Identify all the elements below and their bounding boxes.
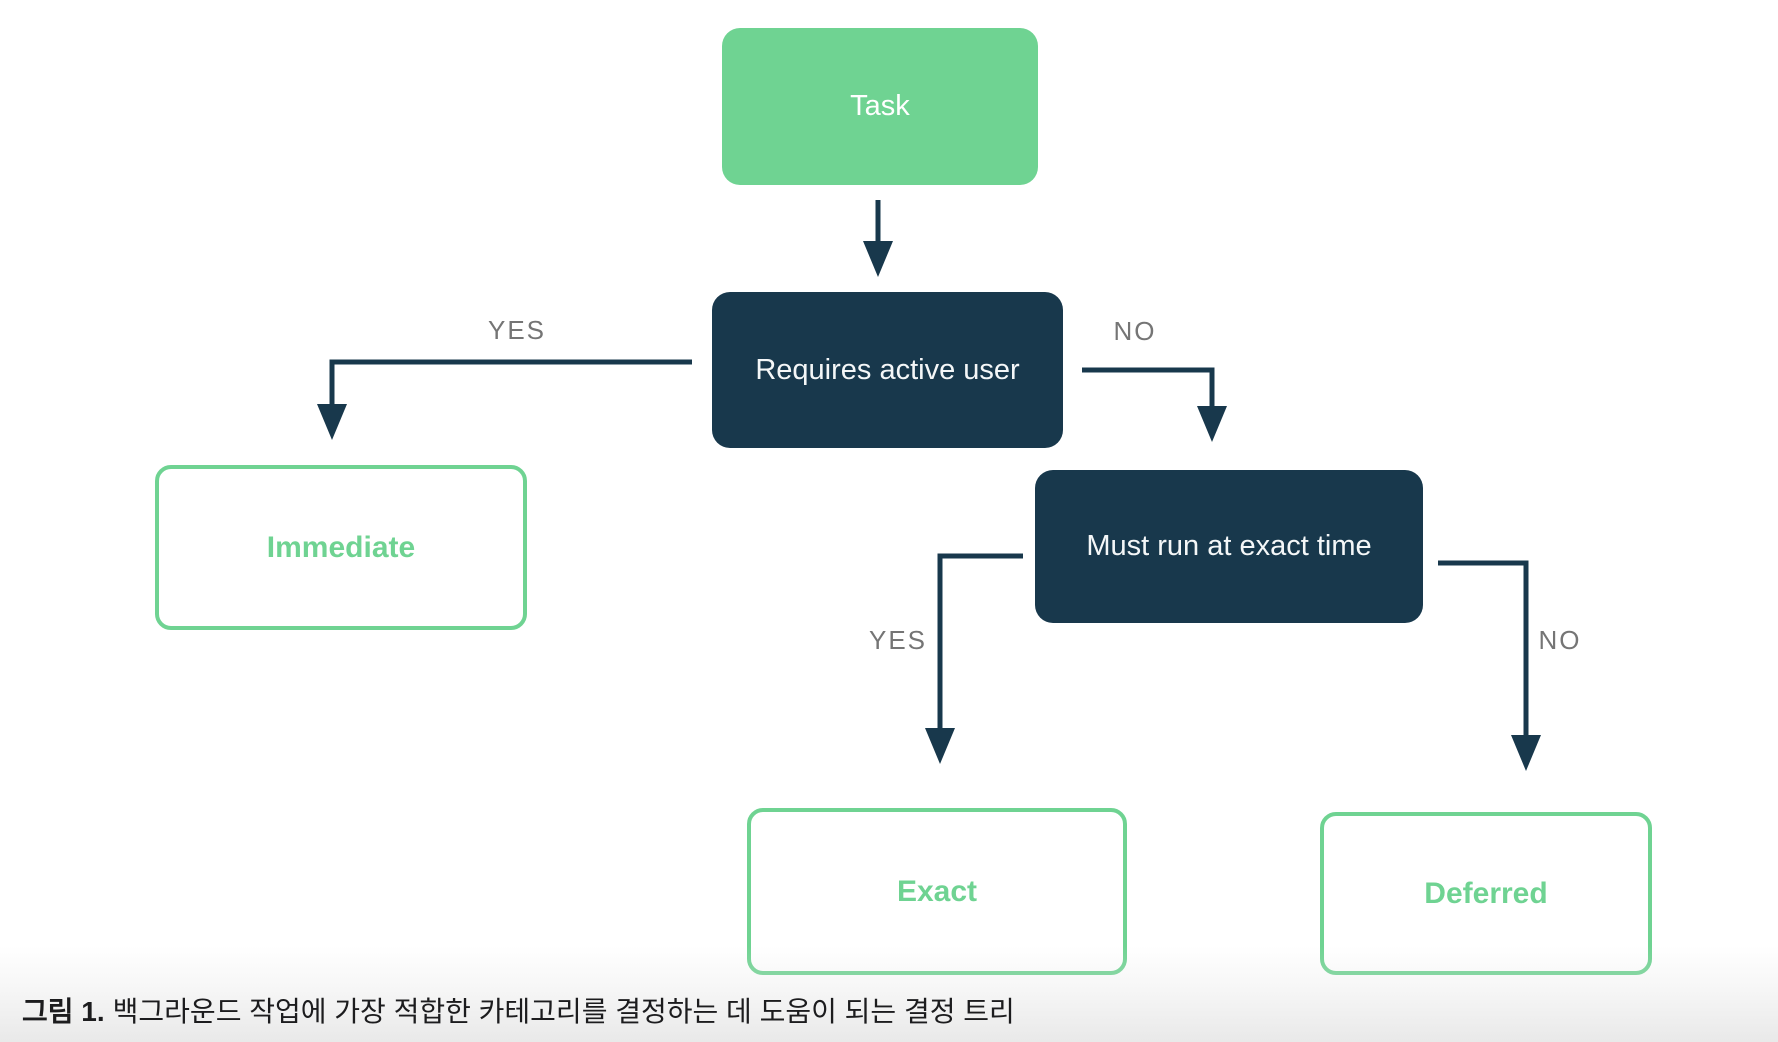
node-must-run-at-exact-time: Must run at exact time (1035, 470, 1423, 623)
node-exact: Exact (747, 808, 1127, 975)
node-must-run-at-exact-time-label: Must run at exact time (1086, 530, 1372, 562)
connector-requires-no (1082, 367, 1215, 407)
node-requires-active-user-label: Requires active user (755, 353, 1020, 386)
figure-caption-text: 백그라운드 작업에 가장 적합한 카테고리를 결정하는 데 도움이 되는 결정 … (112, 996, 1015, 1027)
node-immediate-label: Immediate (266, 530, 416, 564)
figure-caption-number: 그림 1. (22, 996, 105, 1027)
edge-label-exact-time-yes: YES (868, 624, 928, 655)
node-task-label: Task (850, 90, 910, 122)
edge-label-requires-no: NO (1113, 315, 1157, 346)
connector-requires-yes (329, 359, 692, 405)
arrowhead-mustrun-no (1511, 735, 1541, 771)
figure-caption: 그림 1.백그라운드 작업에 가장 적합한 카테고리를 결정하는 데 도움이 되… (22, 990, 1015, 1030)
node-immediate: Immediate (155, 465, 527, 630)
arrowhead-task-to-requires (863, 241, 893, 277)
node-deferred-label: Deferred (1424, 876, 1548, 910)
arrowhead-requires-no (1197, 406, 1227, 442)
arrowhead-requires-yes (317, 404, 347, 440)
node-deferred: Deferred (1320, 812, 1652, 975)
node-task: Task (722, 28, 1038, 185)
edge-label-requires-yes: YES (487, 314, 547, 345)
node-requires-active-user: Requires active user (712, 292, 1063, 448)
edge-label-exact-time-no: NO (1538, 624, 1582, 655)
node-exact-label: Exact (896, 874, 978, 908)
arrowhead-mustrun-yes (925, 728, 955, 764)
